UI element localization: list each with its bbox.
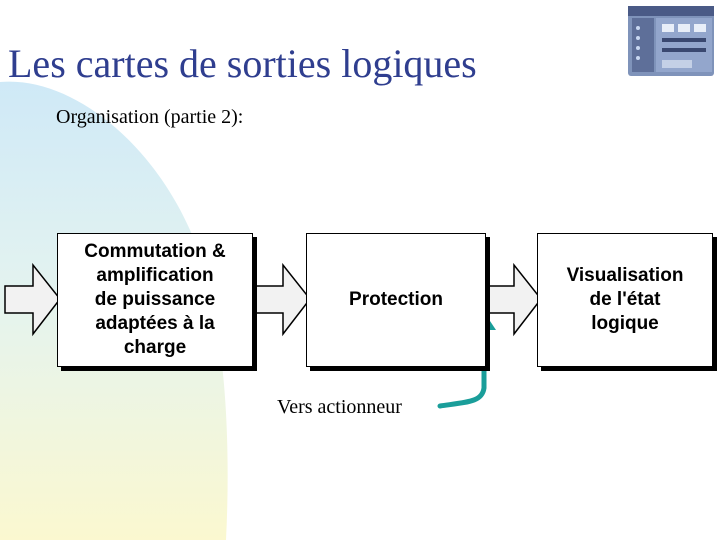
- flow-arrow-2: [487, 262, 542, 337]
- slide-subtitle: Organisation (partie 2):: [56, 106, 244, 128]
- flow-arrow-1: [254, 262, 311, 337]
- block-label-commutation: Commutation & amplification de puissance…: [84, 241, 226, 358]
- block-label-protection: Protection: [349, 289, 443, 310]
- actuator-note: Vers actionneur: [277, 396, 402, 418]
- block-visualisation: Visualisation de l'état logique: [537, 233, 713, 367]
- block-commutation-amplification: Commutation & amplification de puissance…: [57, 233, 253, 367]
- block-protection: Protection: [306, 233, 486, 367]
- input-arrow: [4, 262, 61, 337]
- slide-title: Les cartes de sorties logiques: [8, 41, 477, 86]
- block-label-visualisation: Visualisation de l'état logique: [566, 265, 684, 334]
- plc-module-icon: [628, 6, 714, 76]
